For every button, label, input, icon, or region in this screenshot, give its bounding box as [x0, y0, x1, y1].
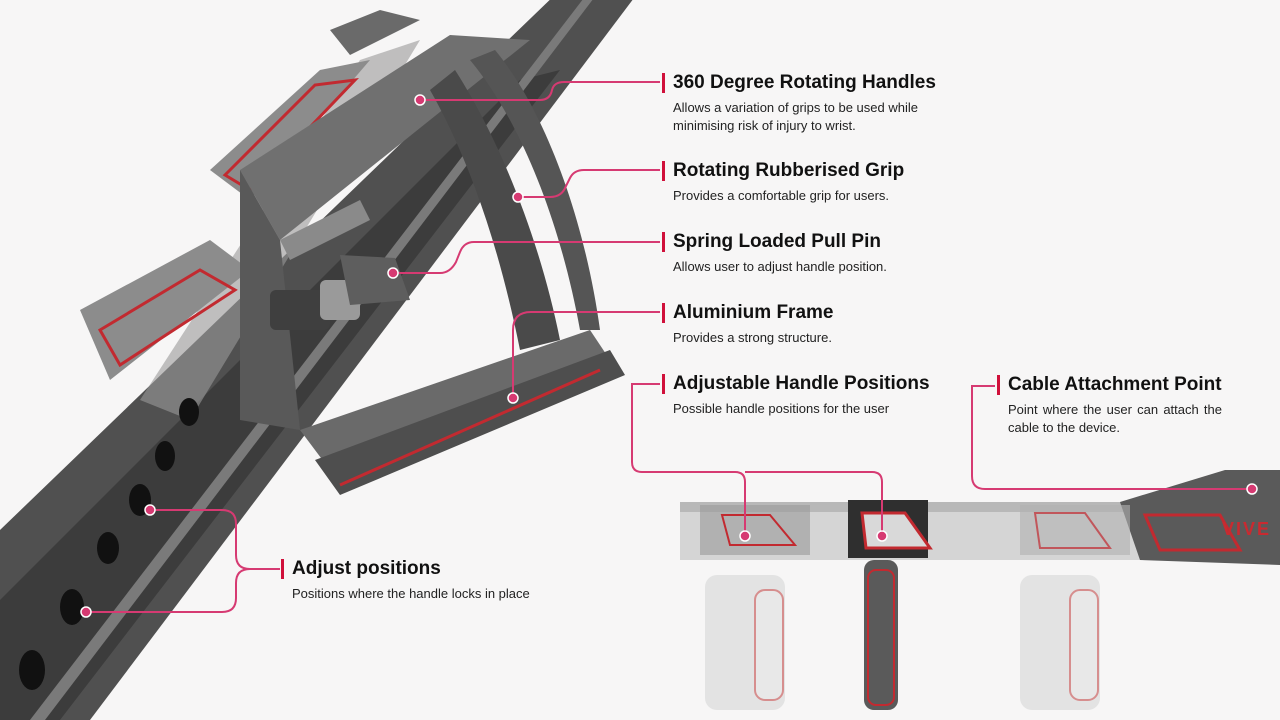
accent-bar — [997, 375, 1000, 395]
callout-title: Adjustable Handle Positions — [673, 373, 930, 394]
accent-bar — [662, 374, 665, 394]
side-view-bar — [680, 470, 1280, 565]
connector-lines — [86, 81, 1252, 613]
brand-mark: VIVE — [1222, 519, 1272, 539]
callout-title: Rotating Rubberised Grip — [673, 160, 905, 181]
callout-description: Positions where the handle locks in plac… — [292, 586, 530, 601]
connector-dots — [80, 94, 1258, 618]
callout-title: 360 Degree Rotating Handles — [673, 72, 936, 93]
accent-bar — [281, 559, 284, 579]
accent-bar — [662, 73, 665, 93]
accent-bar — [662, 303, 665, 323]
handle-positions — [705, 560, 1100, 710]
callout-title: Spring Loaded Pull Pin — [673, 231, 881, 252]
callout-cable-attachment: Cable Attachment Point Point where the u… — [997, 372, 1222, 437]
callout-description: Point where the user can attach the cabl… — [1008, 402, 1222, 435]
callout-title: Cable Attachment Point — [1008, 374, 1222, 395]
callout-handle-positions: Adjustable Handle Positions Possible han… — [662, 371, 962, 418]
callout-description: Allows a variation of grips to be used w… — [673, 100, 918, 133]
callout-rubberised-grip: Rotating Rubberised Grip Provides a comf… — [662, 158, 962, 205]
callout-adjust-positions: Adjust positions Positions where the han… — [281, 556, 581, 603]
callout-rotating-handles: 360 Degree Rotating Handles Allows a var… — [662, 70, 952, 135]
beam-holes — [19, 398, 199, 690]
callout-aluminium-frame: Aluminium Frame Provides a strong struct… — [662, 300, 962, 347]
callout-description: Provides a strong structure. — [673, 330, 832, 345]
callout-pull-pin: Spring Loaded Pull Pin Allows user to ad… — [662, 229, 962, 276]
callout-title: Adjust positions — [292, 558, 441, 579]
accent-bar — [662, 232, 665, 252]
handle-assembly — [240, 35, 625, 495]
accent-bar — [662, 161, 665, 181]
callout-description: Possible handle positions for the user — [673, 401, 890, 416]
callout-description: Allows user to adjust handle position. — [673, 259, 887, 274]
callout-title: Aluminium Frame — [673, 302, 834, 323]
callout-description: Provides a comfortable grip for users. — [673, 188, 890, 203]
